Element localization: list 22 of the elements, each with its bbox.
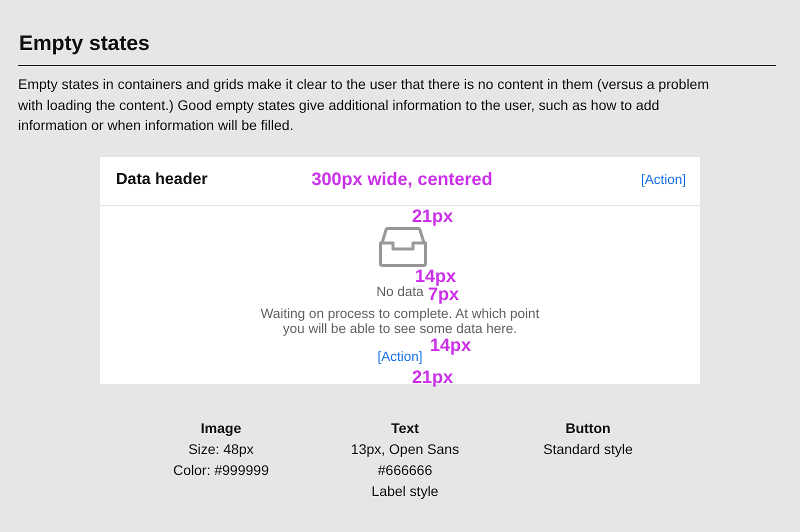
spec-heading: Button xyxy=(565,419,611,438)
action-link: [Action] xyxy=(640,172,686,188)
page-title: Empty states xyxy=(19,31,150,57)
spec-text: Label style xyxy=(372,482,438,501)
spec-heading: Image xyxy=(200,419,242,438)
spec-heading: Text xyxy=(391,419,419,438)
action-link: [Action] xyxy=(377,349,423,365)
dimension-label: 21px xyxy=(412,207,454,225)
dimension-label: 300px wide, centered xyxy=(311,170,493,188)
description-paragraph: Empty states in containers and grids make it clear to the user that there is no content in them (versus a problem with loading the content.) Good empty states give additional information to the user, such as how to add information or when information will be filled. xyxy=(18,75,710,135)
dimension-label: 21px xyxy=(412,368,454,386)
empty-state-message: Waiting on process to complete. At which point you will be able to see some data here. xyxy=(260,306,540,336)
spec-text: Size: 48px xyxy=(188,440,254,459)
spec-text: Color: #999999 xyxy=(173,461,269,480)
dimension-label: 7px xyxy=(428,285,460,303)
spec-text: #666666 xyxy=(378,461,432,480)
dimension-label: 14px xyxy=(430,336,472,354)
spec-text: Standard style xyxy=(543,440,633,459)
card-header-title: Data header xyxy=(116,170,208,190)
dimension-label: 14px xyxy=(415,267,456,285)
spec-text: 13px, Open Sans xyxy=(350,440,460,459)
empty-state-title: No data xyxy=(376,284,424,299)
